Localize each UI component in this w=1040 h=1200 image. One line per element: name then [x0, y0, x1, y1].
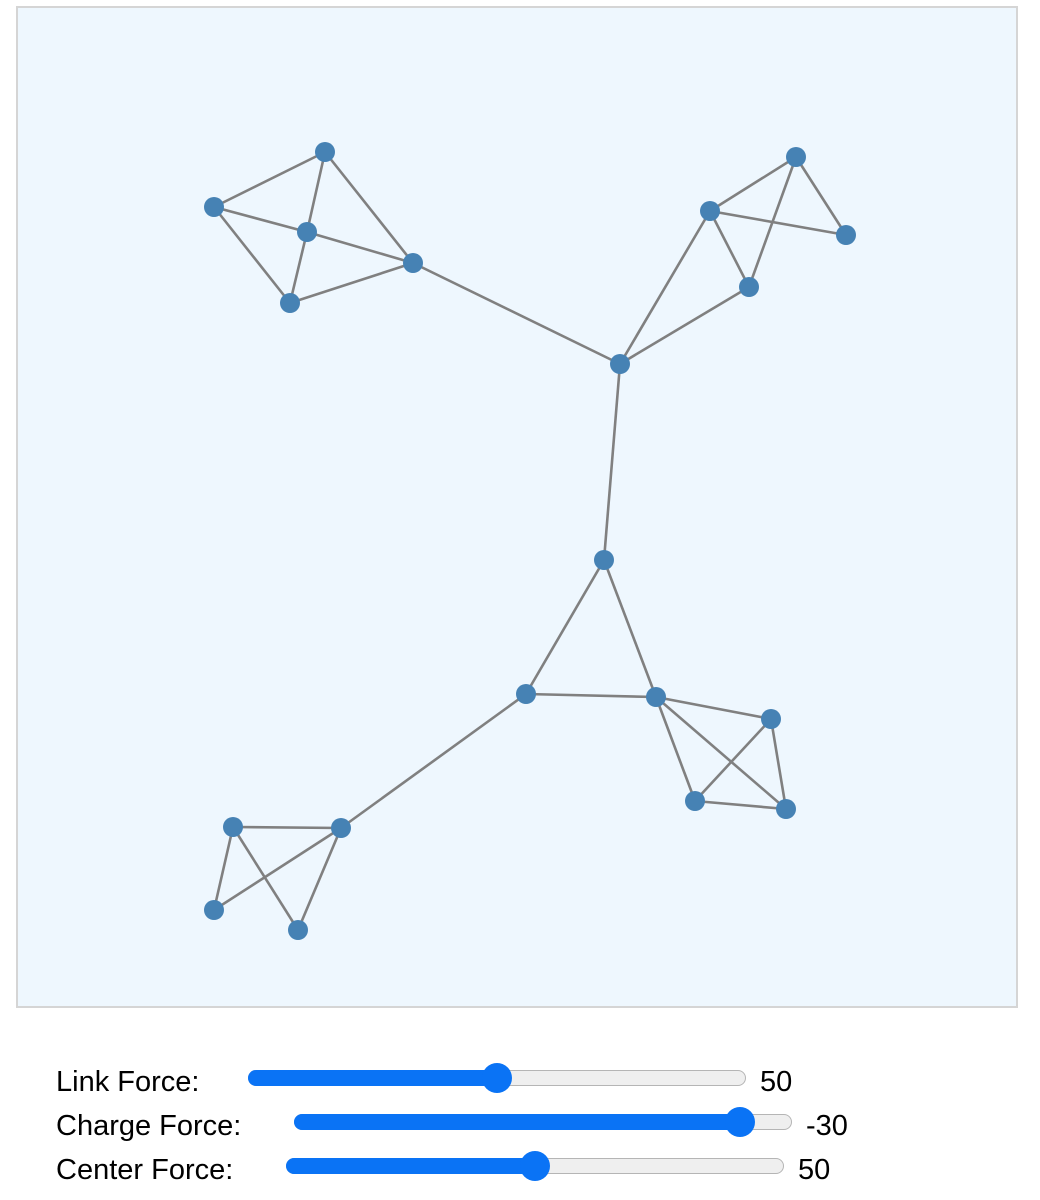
- graph-node[interactable]: [594, 550, 614, 570]
- slider-thumb[interactable]: [520, 1151, 550, 1181]
- graph-node[interactable]: [403, 253, 423, 273]
- graph-link: [213, 205, 308, 234]
- center-force-slider[interactable]: [286, 1151, 784, 1181]
- graph-link: [655, 695, 772, 721]
- center-force-value: 50: [798, 1154, 831, 1186]
- graph-node[interactable]: [223, 817, 243, 837]
- graph-link: [231, 826, 300, 931]
- graph-node[interactable]: [685, 791, 705, 811]
- graph-node[interactable]: [776, 799, 796, 819]
- graph-link: [340, 692, 527, 830]
- graph-node[interactable]: [315, 142, 335, 162]
- charge-force-slider[interactable]: [294, 1107, 792, 1137]
- graph-link: [212, 826, 235, 911]
- slider-thumb[interactable]: [724, 1107, 755, 1137]
- graph-node[interactable]: [280, 293, 300, 313]
- force-graph-svg[interactable]: [18, 8, 1016, 1006]
- graph-link: [323, 151, 415, 264]
- graph-node[interactable]: [761, 709, 781, 729]
- graph-node[interactable]: [646, 687, 666, 707]
- force-graph-canvas[interactable]: [16, 6, 1018, 1008]
- graph-node[interactable]: [836, 225, 856, 245]
- graph-node[interactable]: [739, 277, 759, 297]
- center-force-label: Center Force:: [56, 1154, 234, 1186]
- link-force-value: 50: [760, 1066, 793, 1098]
- graph-node[interactable]: [204, 197, 224, 217]
- nodes-layer: [204, 142, 856, 940]
- graph-link: [602, 363, 622, 561]
- graph-link: [708, 210, 751, 288]
- graph-link: [212, 206, 292, 304]
- charge-force-label: Charge Force:: [56, 1110, 242, 1142]
- links-layer: [212, 150, 848, 931]
- charge-force-value: -30: [806, 1110, 848, 1142]
- graph-link: [296, 827, 343, 931]
- slider-fill: [248, 1070, 497, 1086]
- graph-link: [709, 155, 797, 213]
- graph-link: [213, 150, 326, 209]
- graph-node[interactable]: [331, 818, 351, 838]
- graph-node[interactable]: [610, 354, 630, 374]
- graph-link: [709, 209, 847, 237]
- graph-link: [747, 156, 798, 288]
- graph-link: [694, 799, 787, 811]
- graph-node[interactable]: [297, 222, 317, 242]
- graph-link: [289, 261, 414, 305]
- graph-link: [524, 559, 606, 695]
- graph-link: [602, 559, 658, 698]
- graph-link: [619, 285, 750, 366]
- graph-link: [232, 825, 342, 830]
- graph-link: [288, 231, 309, 304]
- graph-node[interactable]: [288, 920, 308, 940]
- graph-link: [618, 210, 712, 365]
- graph-link: [654, 696, 697, 802]
- graph-link: [412, 261, 621, 366]
- link-force-slider[interactable]: [248, 1063, 746, 1093]
- slider-fill: [286, 1158, 535, 1174]
- graph-node[interactable]: [516, 684, 536, 704]
- graph-link: [694, 718, 772, 802]
- graph-link: [769, 718, 788, 810]
- graph-node[interactable]: [204, 900, 224, 920]
- slider-thumb[interactable]: [482, 1063, 512, 1093]
- graph-link: [794, 156, 848, 236]
- graph-node[interactable]: [786, 147, 806, 167]
- graph-link: [305, 151, 327, 233]
- graph-node[interactable]: [700, 201, 720, 221]
- slider-fill: [294, 1114, 740, 1130]
- graph-link: [525, 692, 657, 699]
- graph-link: [213, 826, 342, 912]
- graph-link: [306, 230, 414, 265]
- link-force-label: Link Force:: [56, 1066, 200, 1098]
- graph-link: [655, 696, 787, 810]
